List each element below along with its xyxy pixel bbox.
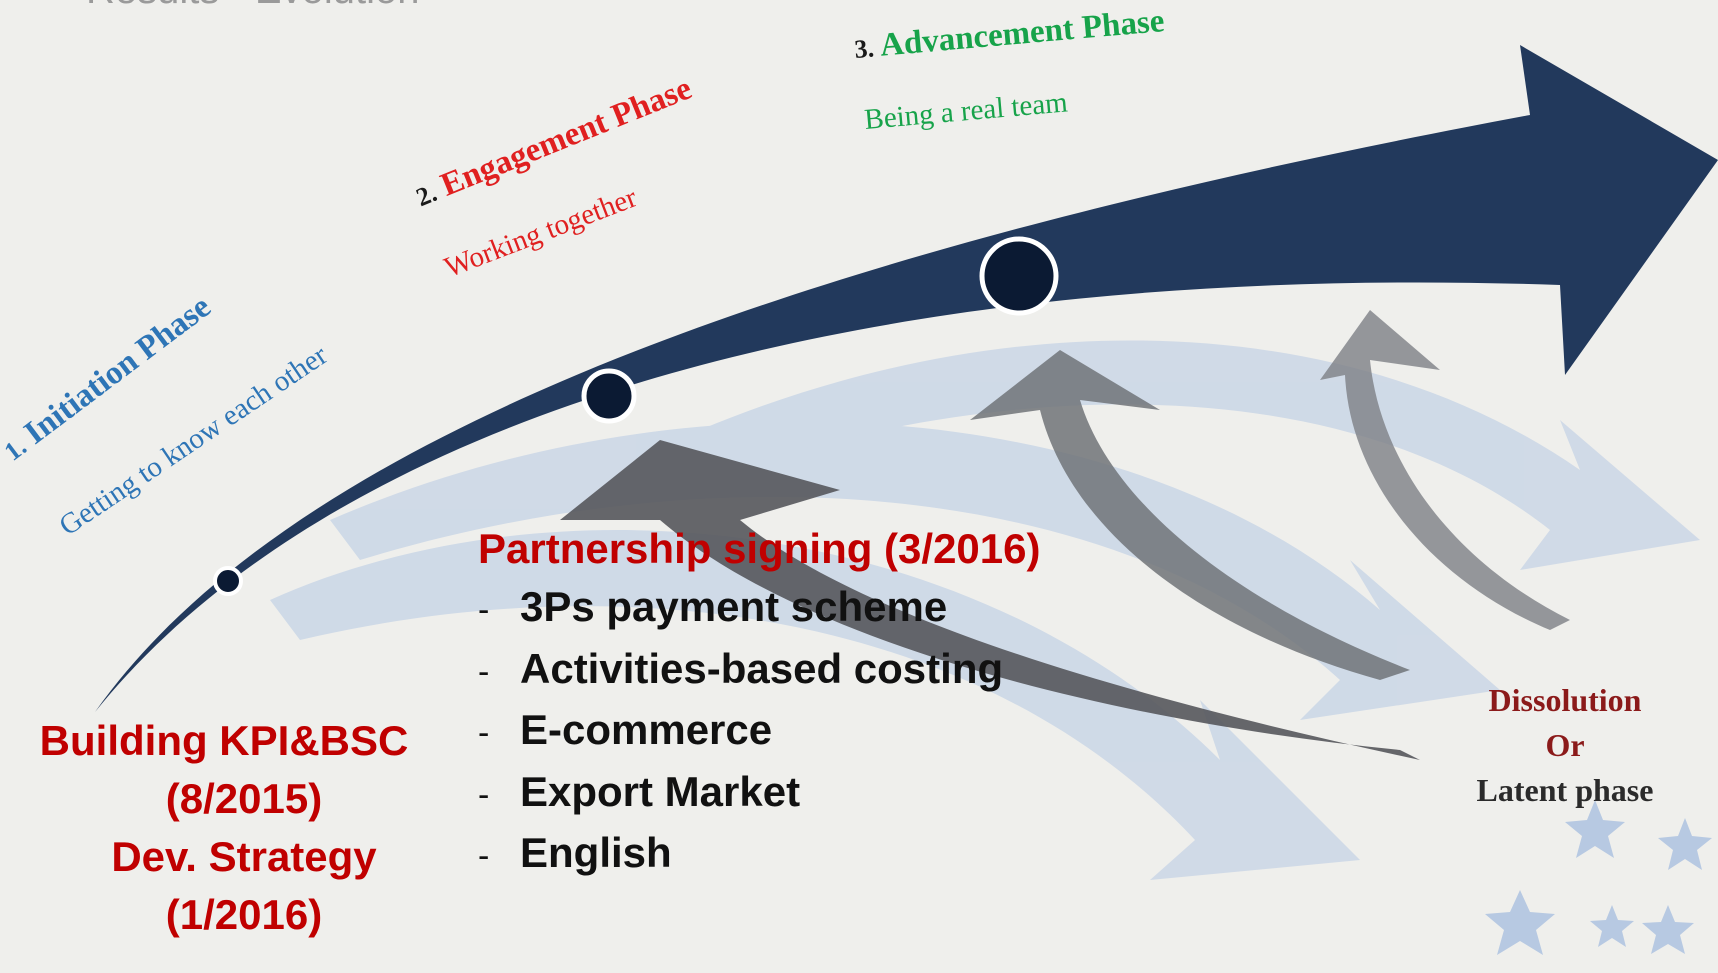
return-arrows xyxy=(560,310,1570,760)
partnership-items: -3Ps payment scheme -Activities-based co… xyxy=(478,578,1003,886)
milestone-line: Building KPI&BSC xyxy=(39,717,409,764)
phase-marker-3 xyxy=(979,236,1059,316)
decorative-stars xyxy=(1485,800,1712,955)
milestone-line: (1/2016) xyxy=(165,891,323,938)
partnership-title: Partnership signing (3/2016) xyxy=(478,525,1041,572)
ending-block: Dissolution Or Latent phase xyxy=(1430,678,1700,813)
milestone-line: Dev. Strategy xyxy=(111,833,377,880)
list-item-text: English xyxy=(520,829,672,876)
list-item: -3Ps payment scheme xyxy=(478,583,948,630)
ending-line-latent: Latent phase xyxy=(1476,772,1654,808)
return-arrow-2 xyxy=(970,350,1410,680)
return-arrow-1 xyxy=(560,440,1420,760)
list-item-text: 3Ps payment scheme xyxy=(520,583,948,630)
star-icon xyxy=(1658,818,1712,870)
star-icon xyxy=(1485,890,1555,955)
ghost-arrow-upper xyxy=(700,340,1700,570)
ending-line-dissolution: Dissolution xyxy=(1488,682,1642,718)
phase-3-number: 3. xyxy=(853,33,876,65)
star-icon xyxy=(1565,800,1625,858)
list-item-text: Activities-based costing xyxy=(520,644,1004,692)
phase-marker-1 xyxy=(213,566,243,596)
page-title: Results - Evolution xyxy=(86,0,419,13)
list-item: -English xyxy=(478,829,672,876)
list-item-text: Export Market xyxy=(520,767,801,815)
main-evolution-arrow xyxy=(95,45,1718,712)
milestone-line: (8/2015) xyxy=(165,775,323,822)
list-item: -Export Market xyxy=(478,767,801,815)
star-icon xyxy=(1642,905,1694,954)
ending-line-or: Or xyxy=(1545,727,1585,763)
phase-marker-2 xyxy=(581,368,637,424)
list-item: -E-commerce xyxy=(478,706,773,753)
star-icon xyxy=(1590,905,1634,947)
list-item: -Activities-based costing xyxy=(478,644,1004,692)
left-milestones: Building KPI&BSC (8/2015) Dev. Strategy … xyxy=(14,712,434,944)
list-item-text: E-commerce xyxy=(520,706,773,753)
